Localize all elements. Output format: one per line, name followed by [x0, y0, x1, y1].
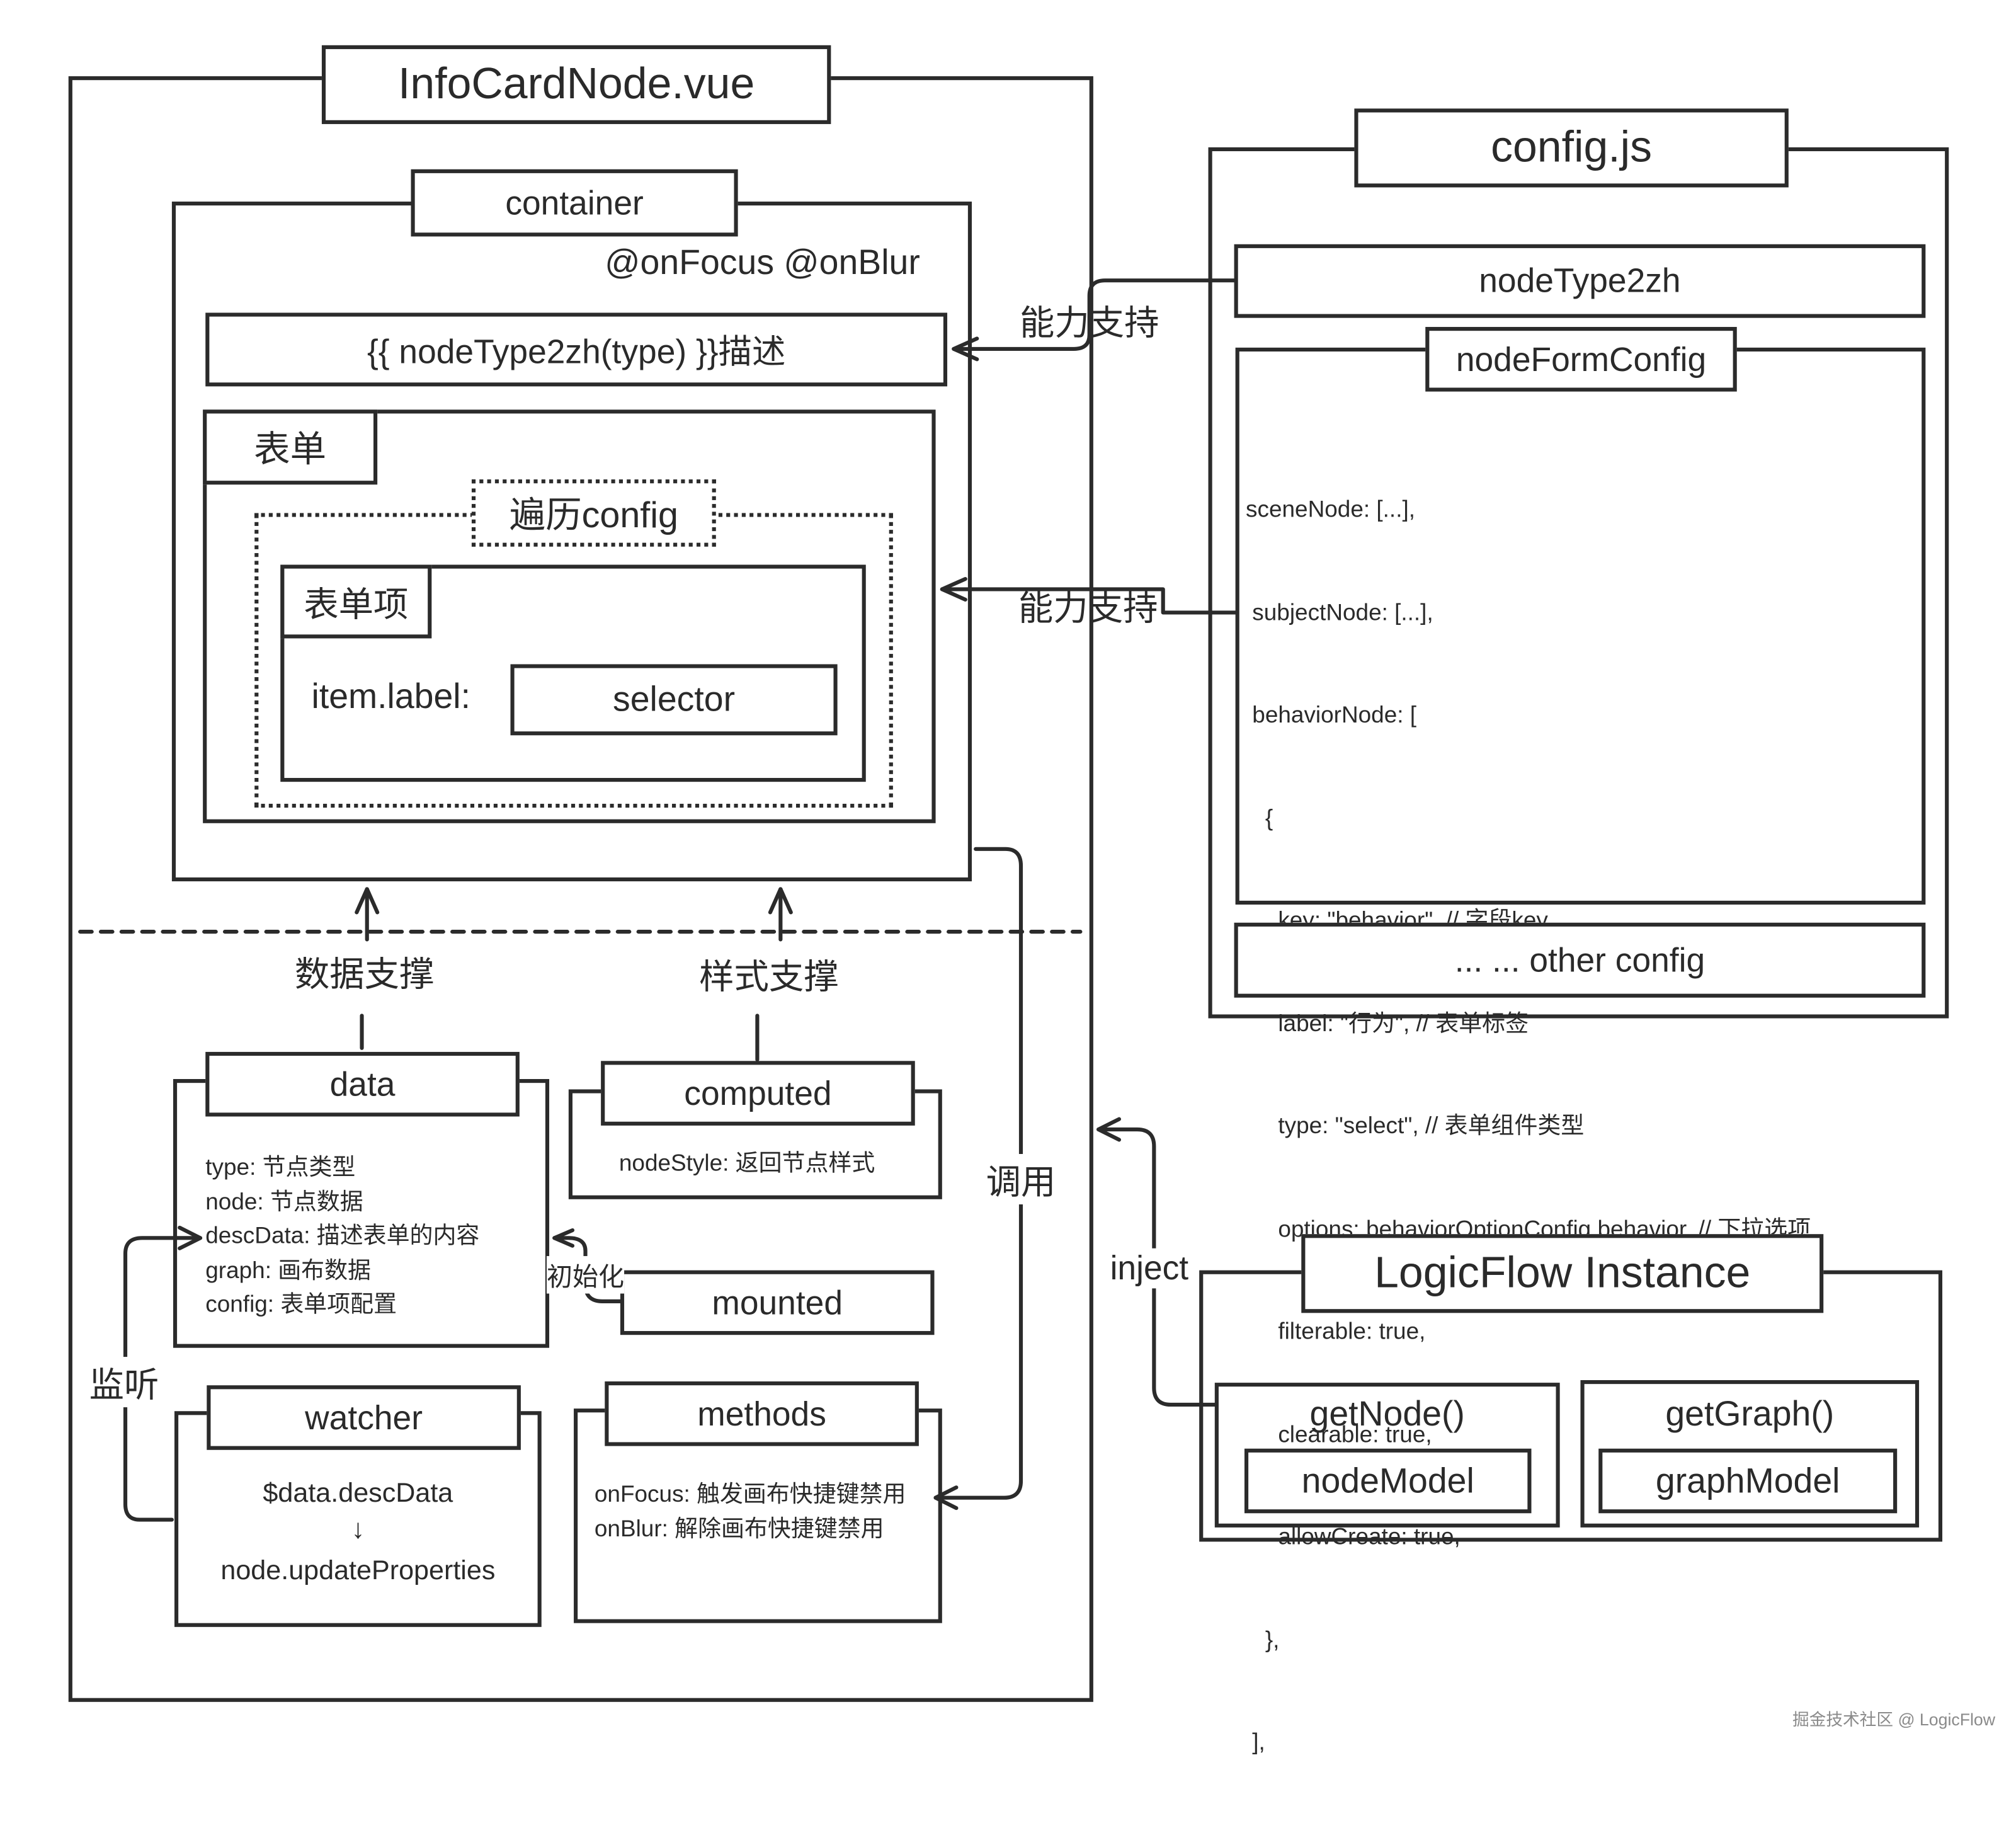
- methods-field: onBlur: 解除画布快捷键禁用: [594, 1515, 884, 1541]
- form-item-frame: [280, 564, 866, 782]
- code-line: subjectNode: [...],: [1246, 598, 1433, 625]
- mounted-box: mounted: [620, 1270, 935, 1335]
- computed-title: computed: [601, 1061, 915, 1126]
- data-field: config: 表单项配置: [205, 1291, 397, 1317]
- code-line: {: [1246, 804, 1273, 831]
- ability-label-1: 能力支持: [1019, 304, 1159, 343]
- inject-arrowhead: [1096, 1117, 1122, 1142]
- form-item-title: 表单项: [280, 564, 432, 639]
- architecture-diagram: InfoCardNode.vue container @onFocus @onB…: [68, 45, 1996, 1755]
- getgraph-frame: [1580, 1380, 1920, 1528]
- listen-label: 监听: [89, 1357, 159, 1408]
- code-line: clearable: true,: [1246, 1420, 1432, 1447]
- init-arrowhead: [552, 1228, 575, 1248]
- code-line: behaviorNode: [: [1246, 701, 1417, 728]
- data-field: graph: 画布数据: [205, 1257, 371, 1283]
- data-fields: type: 节点类型 node: 节点数据 descData: 描述表单的内容 …: [205, 1150, 479, 1322]
- computed-fields: nodeStyle: 返回节点样式: [619, 1146, 875, 1180]
- container-title: container: [411, 169, 738, 237]
- data-field: node: 节点数据: [205, 1188, 363, 1214]
- form-frame: [203, 409, 936, 823]
- style-support-arrow: [755, 887, 783, 1062]
- getgraph-title: getGraph(): [1665, 1394, 1835, 1434]
- ability-arrowhead-1: [952, 336, 979, 362]
- description-box: {{ nodeType2zh(type) }}描述: [205, 312, 948, 387]
- code-line: filterable: true,: [1246, 1318, 1426, 1344]
- init-label: 初始化: [546, 1256, 625, 1294]
- watcher-arrow: ↓: [351, 1514, 365, 1545]
- other-config-box: ... ... other config: [1234, 922, 1926, 998]
- style-support-arrowhead: [768, 887, 793, 915]
- ability-label-2: 能力支持: [1018, 589, 1158, 629]
- methods-title: methods: [605, 1381, 919, 1446]
- code-line: ],: [1246, 1728, 1265, 1755]
- nodeformconfig-code: sceneNode: [...], subjectNode: [...], be…: [1246, 424, 1811, 1828]
- form-item-label-text: item.label:: [311, 677, 471, 716]
- inject-label: inject: [1110, 1248, 1189, 1289]
- data-support-arrowhead: [355, 887, 380, 915]
- data-field: type: 节点类型: [205, 1153, 356, 1180]
- container-events: @onFocus @onBlur: [605, 243, 920, 282]
- data-support-label: 数据支撑: [294, 945, 435, 997]
- watcher-title: watcher: [207, 1385, 521, 1450]
- config-loop-label: 遍历config: [471, 479, 716, 547]
- methods-fields: onFocus: 触发画布快捷键禁用 onBlur: 解除画布快捷键禁用: [595, 1477, 906, 1546]
- code-line: allowCreate: true,: [1246, 1523, 1461, 1550]
- ability-arrow-2: [940, 587, 1238, 615]
- ability-arrowhead-2: [940, 576, 967, 602]
- call-arrowhead: [933, 1485, 959, 1511]
- methods-field: onFocus: 触发画布快捷键禁用: [594, 1481, 906, 1507]
- data-field: descData: 描述表单的内容: [205, 1222, 480, 1248]
- getnode-title: getNode(): [1309, 1394, 1465, 1434]
- infocardnode-title: InfoCardNode.vue: [321, 45, 831, 124]
- selector-box: selector: [510, 664, 838, 736]
- ability-arrow-1: [952, 278, 1236, 351]
- watcher-target: node.updateProperties: [220, 1556, 496, 1586]
- nodemodel-box: nodeModel: [1244, 1448, 1532, 1514]
- getnode-frame: [1214, 1383, 1560, 1528]
- code-line: },: [1246, 1626, 1280, 1652]
- nodetype2zh-box: nodeType2zh: [1234, 244, 1926, 318]
- form-title: 表单: [203, 409, 378, 485]
- listen-arrowhead: [178, 1225, 203, 1250]
- code-line: type: "select", // 表单组件类型: [1246, 1112, 1585, 1139]
- connector-layer: [78, 278, 1238, 1522]
- code-line: label: "行为", // 表单标签: [1246, 1010, 1529, 1036]
- data-support-arrow: [360, 887, 369, 1050]
- call-label: 调用: [986, 1153, 1056, 1204]
- graphmodel-box: graphModel: [1598, 1448, 1898, 1514]
- computed-field: nodeStyle: 返回节点样式: [618, 1150, 875, 1176]
- configjs-title: config.js: [1354, 108, 1789, 188]
- code-line: sceneNode: [...],: [1246, 496, 1415, 522]
- style-support-label: 样式支撑: [699, 948, 839, 999]
- data-title: data: [205, 1051, 520, 1117]
- watermark: 掘金技术社区 @ LogicFlow: [1792, 1710, 1996, 1729]
- watcher-source: $data.descData: [263, 1478, 453, 1509]
- logicflow-title: LogicFlow Instance: [1301, 1234, 1824, 1313]
- nodeformconfig-title: nodeFormConfig: [1425, 327, 1737, 392]
